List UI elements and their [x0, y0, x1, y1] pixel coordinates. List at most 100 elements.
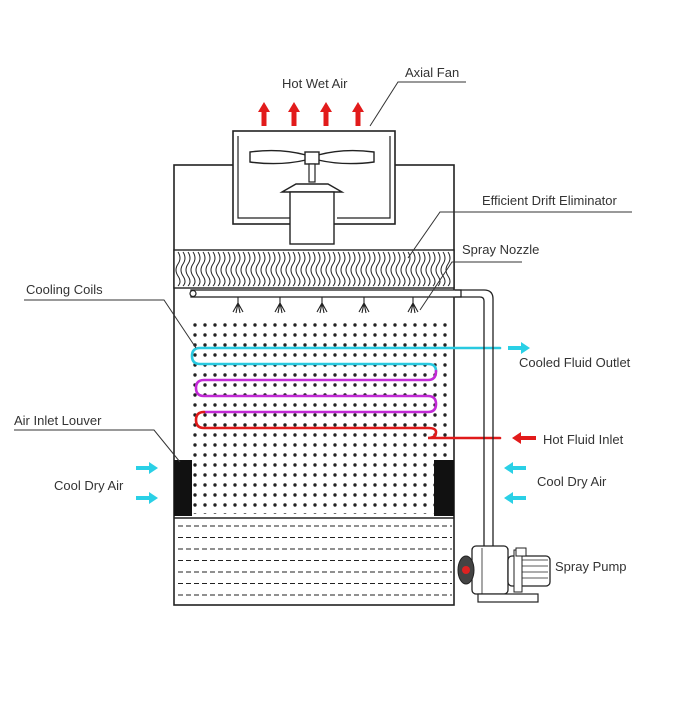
spray-nozzle-icon [274, 297, 286, 314]
drift-wave [305, 251, 311, 287]
drift-wave [240, 251, 246, 287]
drift-wave [415, 251, 421, 287]
drift-wave [430, 251, 436, 287]
drift-wave [245, 251, 251, 287]
drift-wave [280, 251, 286, 287]
spray-nozzle-icon [232, 297, 244, 314]
drift-wave [215, 251, 221, 287]
fill-media [190, 318, 450, 514]
drift-wave [275, 251, 281, 287]
drift-wave [255, 251, 261, 287]
drift-wave [410, 251, 416, 287]
coil-segment [194, 369, 438, 414]
label-drift-eliminator: Efficient Drift Eliminator [482, 193, 618, 208]
drift-wave [345, 251, 351, 287]
spray-nozzle-icon [358, 297, 370, 314]
spray-nozzle-icon [407, 297, 419, 314]
label-cooled-fluid-outlet: Cooled Fluid Outlet [519, 355, 631, 370]
drift-wave [250, 251, 256, 287]
leader-lines [14, 81, 632, 463]
drift-wave [225, 251, 231, 287]
flow-arrows [136, 342, 536, 504]
drift-wave [325, 251, 331, 287]
drift-wave [290, 251, 296, 287]
drift-wave [320, 251, 326, 287]
label-cool-dry-air-right: Cool Dry Air [537, 474, 607, 489]
axial-fan-icon [249, 149, 375, 245]
drift-wave [260, 251, 266, 287]
drift-wave [175, 251, 181, 287]
label-hot-wet-air: Hot Wet Air [282, 76, 348, 91]
drift-wave [210, 251, 216, 287]
hot-fluid-inlet-arrow [512, 432, 536, 444]
water-basin [178, 525, 452, 596]
drift-wave [370, 251, 376, 287]
drift-wave [350, 251, 356, 287]
drift-wave [420, 251, 426, 287]
label-cool-dry-air-left: Cool Dry Air [54, 478, 124, 493]
air-inlet-louver-right [434, 460, 454, 516]
drift-wave [265, 251, 271, 287]
drift-wave [435, 251, 441, 287]
drift-wave [390, 251, 396, 287]
drift-wave [380, 251, 386, 287]
riser-pipe [455, 289, 494, 548]
drift-wave [220, 251, 226, 287]
cooled-fluid-outlet-arrow [508, 342, 530, 354]
label-spray-nozzle: Spray Nozzle [462, 242, 539, 257]
hot-wet-air-arrow [288, 102, 300, 126]
cool-dry-air-arrow-right-top [504, 462, 526, 474]
drift-wave [235, 251, 241, 287]
coil-segment [194, 410, 502, 440]
drift-wave [180, 251, 186, 287]
drift-wave [400, 251, 406, 287]
fan-duct [237, 136, 391, 219]
coil-segment [190, 346, 502, 373]
drift-wave [205, 251, 211, 287]
hot-wet-air-arrow [352, 102, 364, 126]
drift-wave [375, 251, 381, 287]
drift-wave [230, 251, 236, 287]
drift-wave [315, 251, 321, 287]
drift-wave [295, 251, 301, 287]
drift-wave [335, 251, 341, 287]
hot-wet-air-arrow [320, 102, 332, 126]
drift-wave [385, 251, 391, 287]
drift-wave [285, 251, 291, 287]
label-air-inlet-louver: Air Inlet Louver [14, 413, 102, 428]
spray-nozzle-icon [316, 297, 328, 314]
drift-wave [395, 251, 401, 287]
drift-wave [340, 251, 346, 287]
spray-pump-icon [457, 545, 551, 603]
cool-dry-air-arrow-left-top [136, 462, 158, 474]
drift-wave [365, 251, 371, 287]
drift-wave [185, 251, 191, 287]
cool-dry-air-arrow-right-bottom [504, 492, 526, 504]
drift-wave [360, 251, 366, 287]
drift-wave [200, 251, 206, 287]
drift-wave [405, 251, 411, 287]
hot-wet-air-arrow [258, 102, 270, 126]
drift-eliminator-waves [175, 251, 451, 287]
drift-wave [445, 251, 451, 287]
drift-wave [425, 251, 431, 287]
cool-dry-air-arrow-left-bottom [136, 492, 158, 504]
drift-wave [195, 251, 201, 287]
spray-header [189, 289, 462, 298]
label-hot-fluid-inlet: Hot Fluid Inlet [543, 432, 624, 447]
fan-motor [289, 191, 335, 245]
drift-wave [300, 251, 306, 287]
drift-wave [310, 251, 316, 287]
air-inlet-louver-left [174, 460, 192, 516]
hot-wet-air-arrows [258, 102, 364, 126]
drift-wave [270, 251, 276, 287]
drift-wave [190, 251, 196, 287]
drift-wave [355, 251, 361, 287]
label-spray-pump: Spray Pump [555, 559, 627, 574]
drift-wave [440, 251, 446, 287]
label-cooling-coils: Cooling Coils [26, 282, 103, 297]
spray-nozzles [232, 297, 419, 314]
cooling-coils [190, 346, 502, 440]
